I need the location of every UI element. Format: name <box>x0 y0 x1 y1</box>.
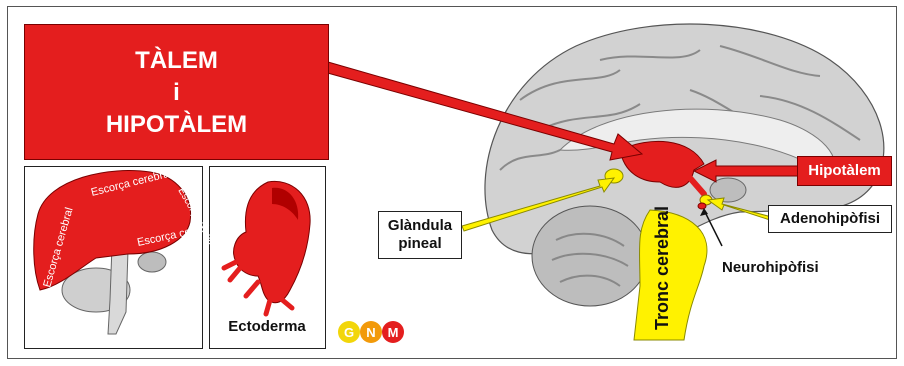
gnm-logo: G N M <box>338 321 404 343</box>
glandula-pineal-line-2: pineal <box>379 235 461 253</box>
adenohipofisi-label: Adenohipòfisi <box>768 205 892 233</box>
title-line-2: i <box>25 79 328 107</box>
title-line-3: HIPOTÀLEM <box>25 111 328 139</box>
title-box: TÀLEM i HIPOTÀLEM <box>24 24 329 160</box>
title-line-1: TÀLEM <box>25 47 328 75</box>
glandula-pineal-line-1: Glàndula <box>379 217 461 235</box>
tronc-cerebral-label: Tronc cerebral <box>652 206 672 330</box>
neurohipofisi-label: Neurohipòfisi <box>722 259 842 277</box>
logo-letter-g: G <box>344 325 354 340</box>
ectoderma-label: Ectoderma <box>212 318 322 335</box>
logo-letter-m: M <box>388 325 399 340</box>
glandula-pineal-label: Glàndula pineal <box>378 211 462 259</box>
logo-letter-n: N <box>366 325 375 340</box>
hipotalem-label: Hipotàlem <box>797 156 892 186</box>
